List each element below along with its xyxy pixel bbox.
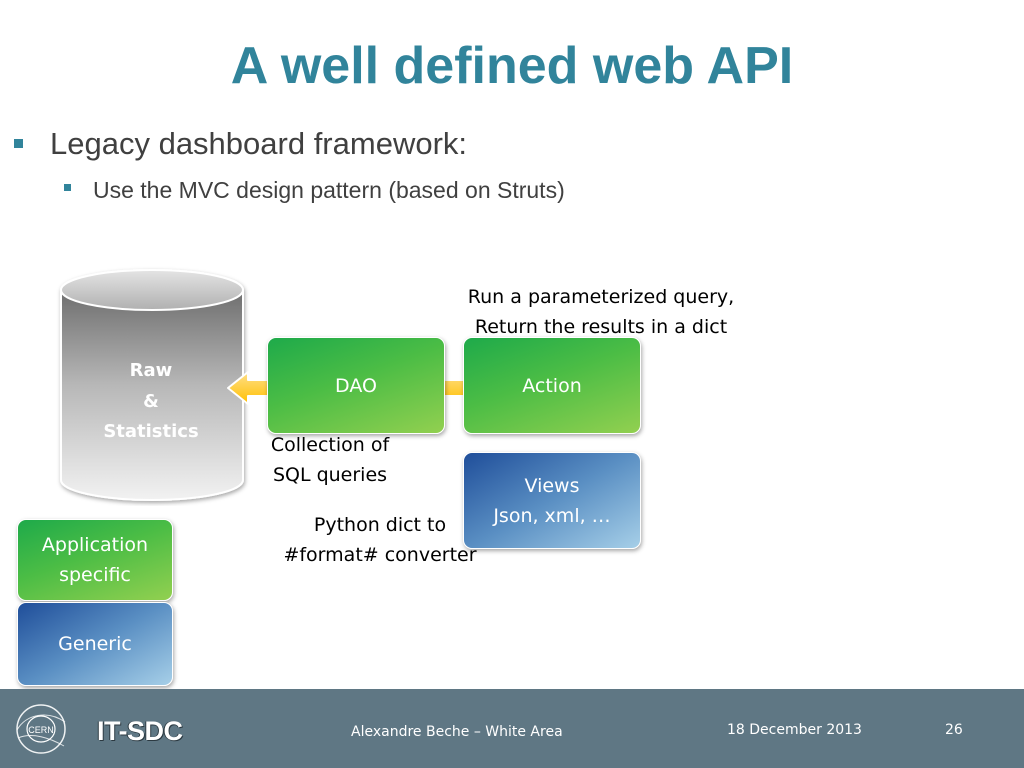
action-annotation: Run a parameterized query, Return the re…	[448, 282, 754, 342]
bullet-text: Use the MVC design pattern (based on Str…	[93, 177, 565, 203]
slide-title: A well defined web API	[230, 37, 794, 95]
dao-box: DAO	[267, 337, 445, 434]
views-box: Views Json, xml, …	[463, 452, 641, 549]
action-label: Action	[522, 374, 582, 397]
legend-application-line1: Application	[41, 534, 149, 556]
cern-logo-icon: CERN	[16, 704, 66, 754]
action-annotation-line1: Run a parameterized query,	[467, 286, 735, 308]
footer-bar: CERN IT-SDC Alexandre Beche – White Area…	[0, 689, 1024, 768]
action-box: Action	[463, 337, 641, 434]
dao-annotation-line1: Collection of	[270, 434, 390, 456]
footer-page-number: 26	[945, 722, 963, 738]
database-label-line1: Raw	[130, 360, 173, 381]
footer-date: 18 December 2013	[727, 722, 862, 738]
database-label-line2: &	[143, 391, 159, 412]
legend-application-specific: Application specific	[17, 519, 173, 601]
bullet-text: Legacy dashboard framework:	[50, 126, 468, 161]
brand-it-sdc: IT-SDC	[97, 716, 183, 746]
legend-generic: Generic	[17, 602, 173, 686]
dao-annotation-line2: SQL queries	[272, 464, 388, 486]
bullet-marker	[64, 184, 71, 191]
database-cylinder: Raw & Statistics	[60, 269, 244, 501]
action-annotation-line2: Return the results in a dict	[474, 316, 728, 338]
views-annotation-line1: Python dict to	[313, 514, 447, 536]
views-annotation: Python dict to #format# converter	[270, 510, 490, 570]
cern-logo-text: CERN	[28, 725, 54, 735]
views-label-line1: Views	[524, 474, 580, 497]
legend-application-line2: specific	[59, 564, 131, 586]
dao-label: DAO	[335, 374, 377, 397]
views-annotation-line2: #format# converter	[283, 544, 477, 566]
footer-author: Alexandre Beche – White Area	[351, 724, 563, 740]
legend-generic-label: Generic	[58, 633, 132, 655]
bullet-marker	[14, 139, 23, 148]
dao-annotation: Collection of SQL queries	[250, 430, 410, 490]
database-label-line3: Statistics	[103, 421, 198, 442]
views-label-line2: Json, xml, …	[493, 504, 611, 527]
